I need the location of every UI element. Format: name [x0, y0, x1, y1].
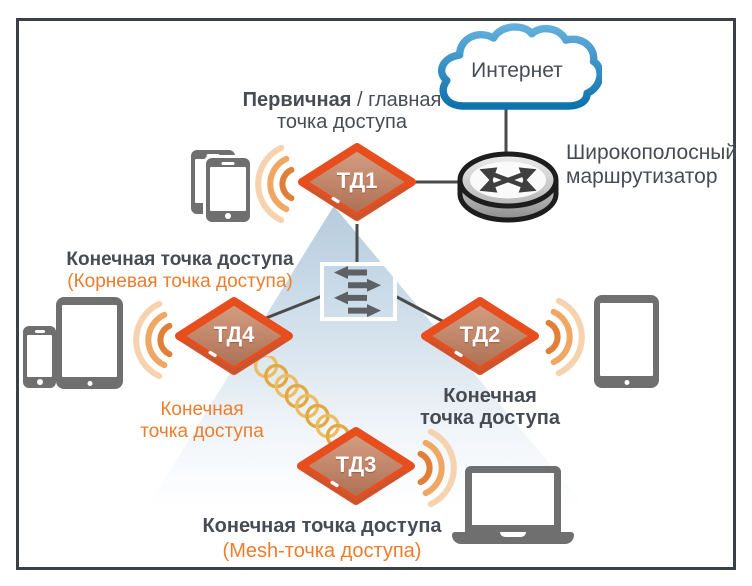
ap4-caption-line1: Конечная точка доступа: [66, 249, 294, 270]
smartphone-icon: [206, 158, 250, 222]
router-icon: [457, 151, 559, 223]
ap2-name: ТД2: [459, 322, 501, 347]
ap3-name: ТД3: [335, 452, 377, 477]
mesh-exchange-arrows-icon: [334, 266, 381, 317]
mesh-link-caption-line2: точка доступа: [140, 421, 264, 442]
ap1-caption-line2: точка доступа: [276, 111, 408, 133]
access-point-ap3: ТД3: [294, 426, 418, 512]
wifi-signal-icon: [417, 428, 457, 508]
ap4-name: ТД4: [213, 322, 255, 347]
access-point-ap1: ТД1: [295, 142, 419, 228]
access-point-icon: [421, 297, 539, 375]
ap1-caption-bold: Первичная: [242, 89, 352, 111]
ap1-name: ТД1: [336, 168, 378, 193]
router-label-line1: Широкополосный: [566, 141, 738, 164]
smartphone-icon: [23, 326, 56, 388]
ap4-caption-line2: (Корневая точка доступа): [67, 271, 293, 292]
wifi-signal-icon: [133, 300, 173, 380]
tablet-icon: [594, 295, 659, 388]
ap3-caption-line2: (Mesh-точка доступа): [222, 540, 422, 562]
access-point-icon: [175, 297, 293, 375]
mesh-exchange-box: [320, 262, 397, 321]
tablet-icon: [56, 297, 123, 389]
access-point-icon: [298, 143, 416, 221]
access-point-ap4: ТД4: [172, 296, 296, 382]
cloud-label: Интернет: [471, 59, 563, 82]
ap3-caption-line1: Конечная точка доступа: [202, 515, 442, 537]
diagram-border-frame: [16, 18, 736, 570]
cloud-icon: [438, 23, 602, 110]
access-point-icon: [297, 427, 415, 505]
mesh-link-caption-line1: Конечная: [160, 399, 244, 420]
wifi-signal-icon: [255, 144, 295, 224]
laptop-icon: [452, 464, 574, 546]
ap2-caption-line1: Конечная: [443, 385, 537, 407]
mesh-coil-icon: [253, 356, 351, 448]
ap2-caption-line2: точка доступа: [420, 407, 560, 429]
access-point-ap2: ТД2: [418, 296, 542, 382]
ap1-caption-rest: / главная: [351, 89, 442, 111]
router-label-line2: маршрутизатор: [566, 165, 718, 188]
wifi-signal-icon: [545, 297, 585, 377]
